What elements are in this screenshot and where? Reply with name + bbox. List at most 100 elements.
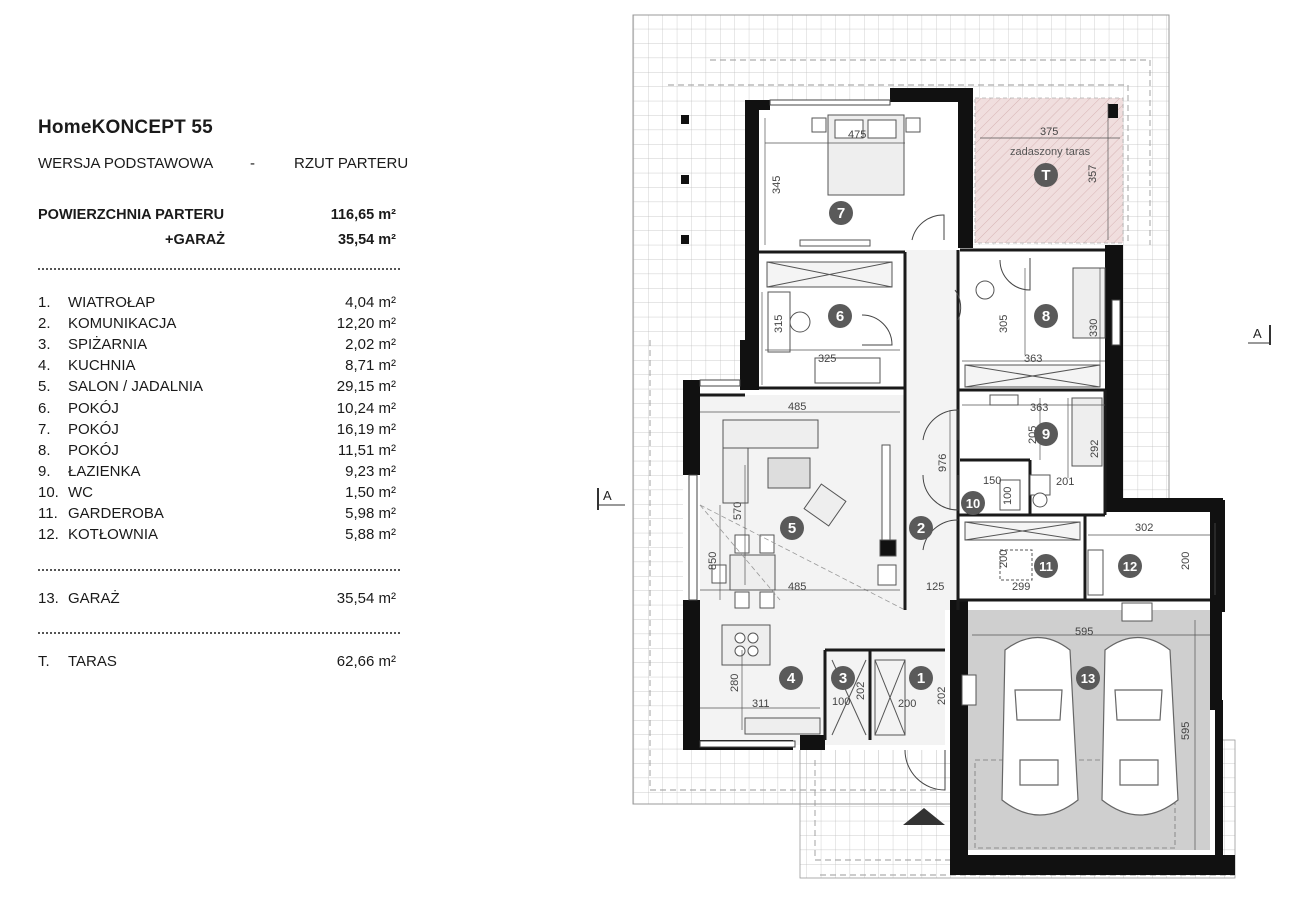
row-number: T. <box>38 653 50 670</box>
row-name: WC <box>68 484 93 501</box>
svg-text:330: 330 <box>1088 319 1100 337</box>
entrance-arrow-icon <box>903 808 945 825</box>
roof-outline <box>814 760 950 861</box>
row-number: 13. <box>38 590 59 607</box>
row-number: 1. <box>38 294 51 311</box>
room-marker <box>909 516 933 540</box>
svg-text:363: 363 <box>1030 402 1048 414</box>
room-marker-label: 4 <box>787 670 796 687</box>
room-marker <box>828 304 852 328</box>
svg-text:292: 292 <box>1089 440 1101 458</box>
svg-text:850: 850 <box>707 552 719 570</box>
row-number: 8. <box>38 442 51 459</box>
svg-text:201: 201 <box>1056 476 1074 488</box>
row-number: 6. <box>38 400 51 417</box>
row-name: POKÓJ <box>68 400 119 417</box>
room-marker-label: T <box>1041 167 1050 184</box>
room-marker-label: 13 <box>1081 671 1095 686</box>
row-number: 2. <box>38 315 51 332</box>
row-number: 7. <box>38 421 51 438</box>
svg-text:302: 302 <box>1135 522 1153 534</box>
row-name: GARAŻ <box>68 590 120 607</box>
room-marker-label: 9 <box>1042 426 1050 443</box>
room-marker-label: 6 <box>836 308 844 325</box>
room-marker <box>961 491 985 515</box>
room-marker-label: 1 <box>917 670 925 687</box>
room-marker <box>780 516 804 540</box>
room-marker <box>1034 304 1058 328</box>
row-area: 2,02 m² <box>345 336 396 353</box>
svg-text:311: 311 <box>752 698 770 710</box>
roof-outline <box>710 59 1151 245</box>
svg-text:485: 485 <box>788 401 806 413</box>
room-marker <box>831 666 855 690</box>
project-title: HomeKONCEPT 55 <box>38 117 213 138</box>
floor-area-row: POWIERZCHNIA PARTERU 116,65 m² <box>38 207 398 227</box>
divider <box>38 268 400 270</box>
terrace-post <box>1108 104 1118 118</box>
row-name: SALON / JADALNIA <box>68 378 204 395</box>
svg-text:315: 315 <box>773 315 785 333</box>
room-marker-label: 5 <box>788 520 796 537</box>
svg-text:100: 100 <box>1002 487 1014 505</box>
view-label: RZUT PARTERU <box>294 155 409 172</box>
room-marker <box>1118 554 1142 578</box>
room-marker <box>1034 554 1058 578</box>
svg-text:976: 976 <box>937 454 949 472</box>
garage-row: 13. GARAŻ 35,54 m² <box>38 590 398 610</box>
row-number: 5. <box>38 378 51 395</box>
terrace-row: T. TARAS 62,66 m² <box>38 653 398 673</box>
svg-text:595: 595 <box>1075 626 1093 638</box>
row-name: POKÓJ <box>68 442 119 459</box>
svg-text:485: 485 <box>788 581 806 593</box>
room-marker-label: 2 <box>917 520 925 537</box>
car-icon <box>1001 637 1179 816</box>
row-name: SPIŻARNIA <box>68 336 148 353</box>
row-area: 16,19 m² <box>336 421 396 438</box>
posts <box>681 115 1223 780</box>
row-area: 4,04 m² <box>345 294 396 311</box>
row-area: 1,50 m² <box>345 484 396 501</box>
row-area: 5,88 m² <box>345 526 396 543</box>
room-row: 7. POKÓJ 16,19 m² <box>38 421 398 441</box>
room-marker <box>1034 422 1058 446</box>
roof-outline <box>649 340 940 791</box>
row-name: WIATROŁAP <box>68 294 156 311</box>
svg-text:202: 202 <box>855 682 867 700</box>
svg-text:570: 570 <box>732 502 744 520</box>
header-dash: - <box>250 155 255 172</box>
dimension-lines <box>700 103 1216 850</box>
svg-text:595: 595 <box>1180 722 1192 740</box>
row-area: 8,71 m² <box>345 357 396 374</box>
terrace-label: zadaszony taras <box>1010 146 1091 158</box>
room-row: 1. WIATROŁAP 4,04 m² <box>38 294 398 314</box>
garage-area-label: +GARAŻ <box>165 232 226 248</box>
garage-area-row: +GARAŻ 35,54 m² <box>38 232 398 252</box>
svg-text:325: 325 <box>818 353 836 365</box>
row-number: 12. <box>38 526 59 543</box>
room-marker-label: 10 <box>966 496 980 511</box>
walls <box>683 88 1235 875</box>
svg-text:375: 375 <box>1040 126 1058 138</box>
svg-text:280: 280 <box>729 674 741 692</box>
divider <box>38 632 400 634</box>
room-marker-label: 3 <box>839 670 847 687</box>
section-label: A <box>603 488 612 503</box>
furniture <box>711 114 1153 736</box>
svg-text:150: 150 <box>983 475 1001 487</box>
row-area: 12,20 m² <box>336 315 396 332</box>
section-marker: A <box>597 488 625 510</box>
row-name: POKÓJ <box>68 421 119 438</box>
room-marker-label: 7 <box>837 205 845 222</box>
row-name: GARDEROBA <box>68 505 164 522</box>
svg-text:345: 345 <box>771 176 783 194</box>
svg-text:299: 299 <box>1012 581 1030 593</box>
row-area: 35,54 m² <box>336 590 396 607</box>
version-label: WERSJA PODSTAWOWA <box>38 155 214 172</box>
